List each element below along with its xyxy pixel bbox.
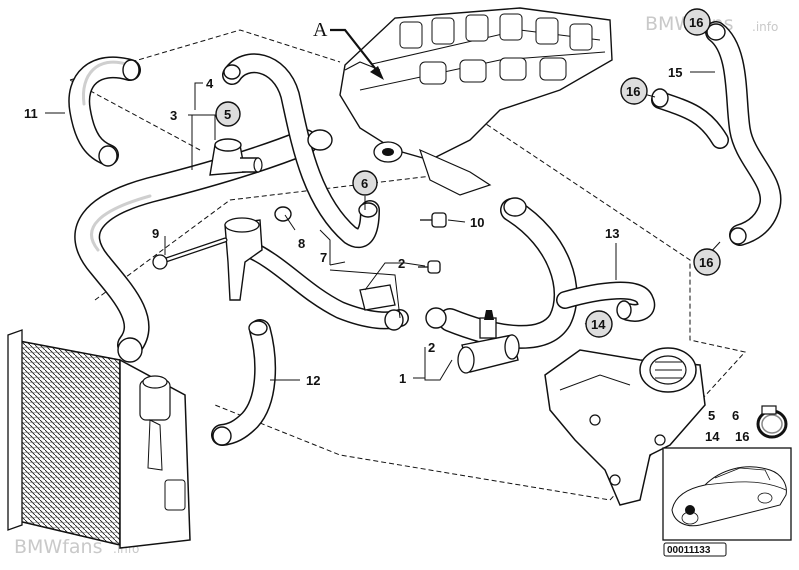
callout-16-mid-circle — [620, 77, 648, 105]
callout-10: 10 — [470, 215, 484, 230]
bolts — [359, 212, 447, 311]
callout-3: 3 — [170, 108, 177, 123]
callout-16-bottom-circle — [693, 248, 721, 276]
callout-14-circle — [585, 310, 613, 338]
callout-16-mid: 16 — [626, 84, 640, 99]
car-silhouette-icon — [671, 466, 787, 527]
callout-12: 12 — [306, 373, 320, 388]
hose-11-upper-radiator — [68, 56, 141, 166]
callout-9: 9 — [152, 226, 159, 241]
callout-6: 6 — [361, 176, 368, 191]
thermostat-housing — [152, 217, 263, 301]
t-piece-lower — [457, 310, 520, 374]
hose-12 — [211, 319, 277, 446]
callout-2-lower: 2 — [428, 340, 435, 355]
engine-location-marker — [685, 505, 695, 515]
callout-7: 7 — [320, 250, 327, 265]
watermark-bottom-brand: BMWfans — [14, 536, 103, 558]
callout-16-bottom: 16 — [699, 255, 713, 270]
hose-long-lower — [74, 129, 318, 358]
t-piece-upper — [209, 138, 263, 176]
callout-16-top: 16 — [689, 15, 703, 30]
callout-A-arrowhead — [370, 66, 384, 80]
legend-5: 5 — [708, 408, 715, 423]
reference-box — [663, 542, 727, 557]
callout-15: 15 — [668, 65, 682, 80]
cylinder-head — [339, 7, 613, 196]
clamp-legend: 5 6 14 16 — [705, 405, 788, 444]
callout-8: 8 — [298, 236, 305, 251]
callout-4: 4 — [206, 76, 214, 91]
hose-15 — [651, 21, 782, 246]
callouts: 11 3 4 5 6 8 7 9 10 2 2 1 12 13 14 15 16… — [24, 8, 721, 388]
leader-lines — [45, 71, 721, 381]
callout-5-circle — [215, 101, 241, 127]
radiator — [7, 329, 191, 549]
callout-2-upper: 2 — [398, 256, 405, 271]
callout-6-circle — [352, 170, 378, 196]
hose-4 — [222, 53, 380, 249]
callout-1: 1 — [399, 371, 406, 386]
legend-6: 6 — [732, 408, 739, 423]
hose-clamp-icon — [756, 405, 788, 439]
car-locator-inset: 00011133 — [662, 447, 792, 557]
callout-13: 13 — [605, 226, 619, 241]
watermark-top-suffix: .info — [752, 20, 778, 34]
callout-11: 11 — [24, 106, 38, 121]
reference-number: 00011133 — [667, 545, 711, 556]
legend-16: 16 — [735, 429, 749, 444]
fittings — [98, 23, 747, 446]
callout-14: 14 — [591, 317, 606, 332]
water-pump-housing — [544, 347, 706, 506]
callout-5: 5 — [224, 107, 231, 122]
callout-A-arrow — [330, 28, 379, 73]
legend-14: 14 — [705, 429, 720, 444]
assembly-outline — [69, 29, 746, 501]
callout-16-top-circle — [683, 8, 711, 36]
callout-A-label: A — [313, 19, 328, 41]
